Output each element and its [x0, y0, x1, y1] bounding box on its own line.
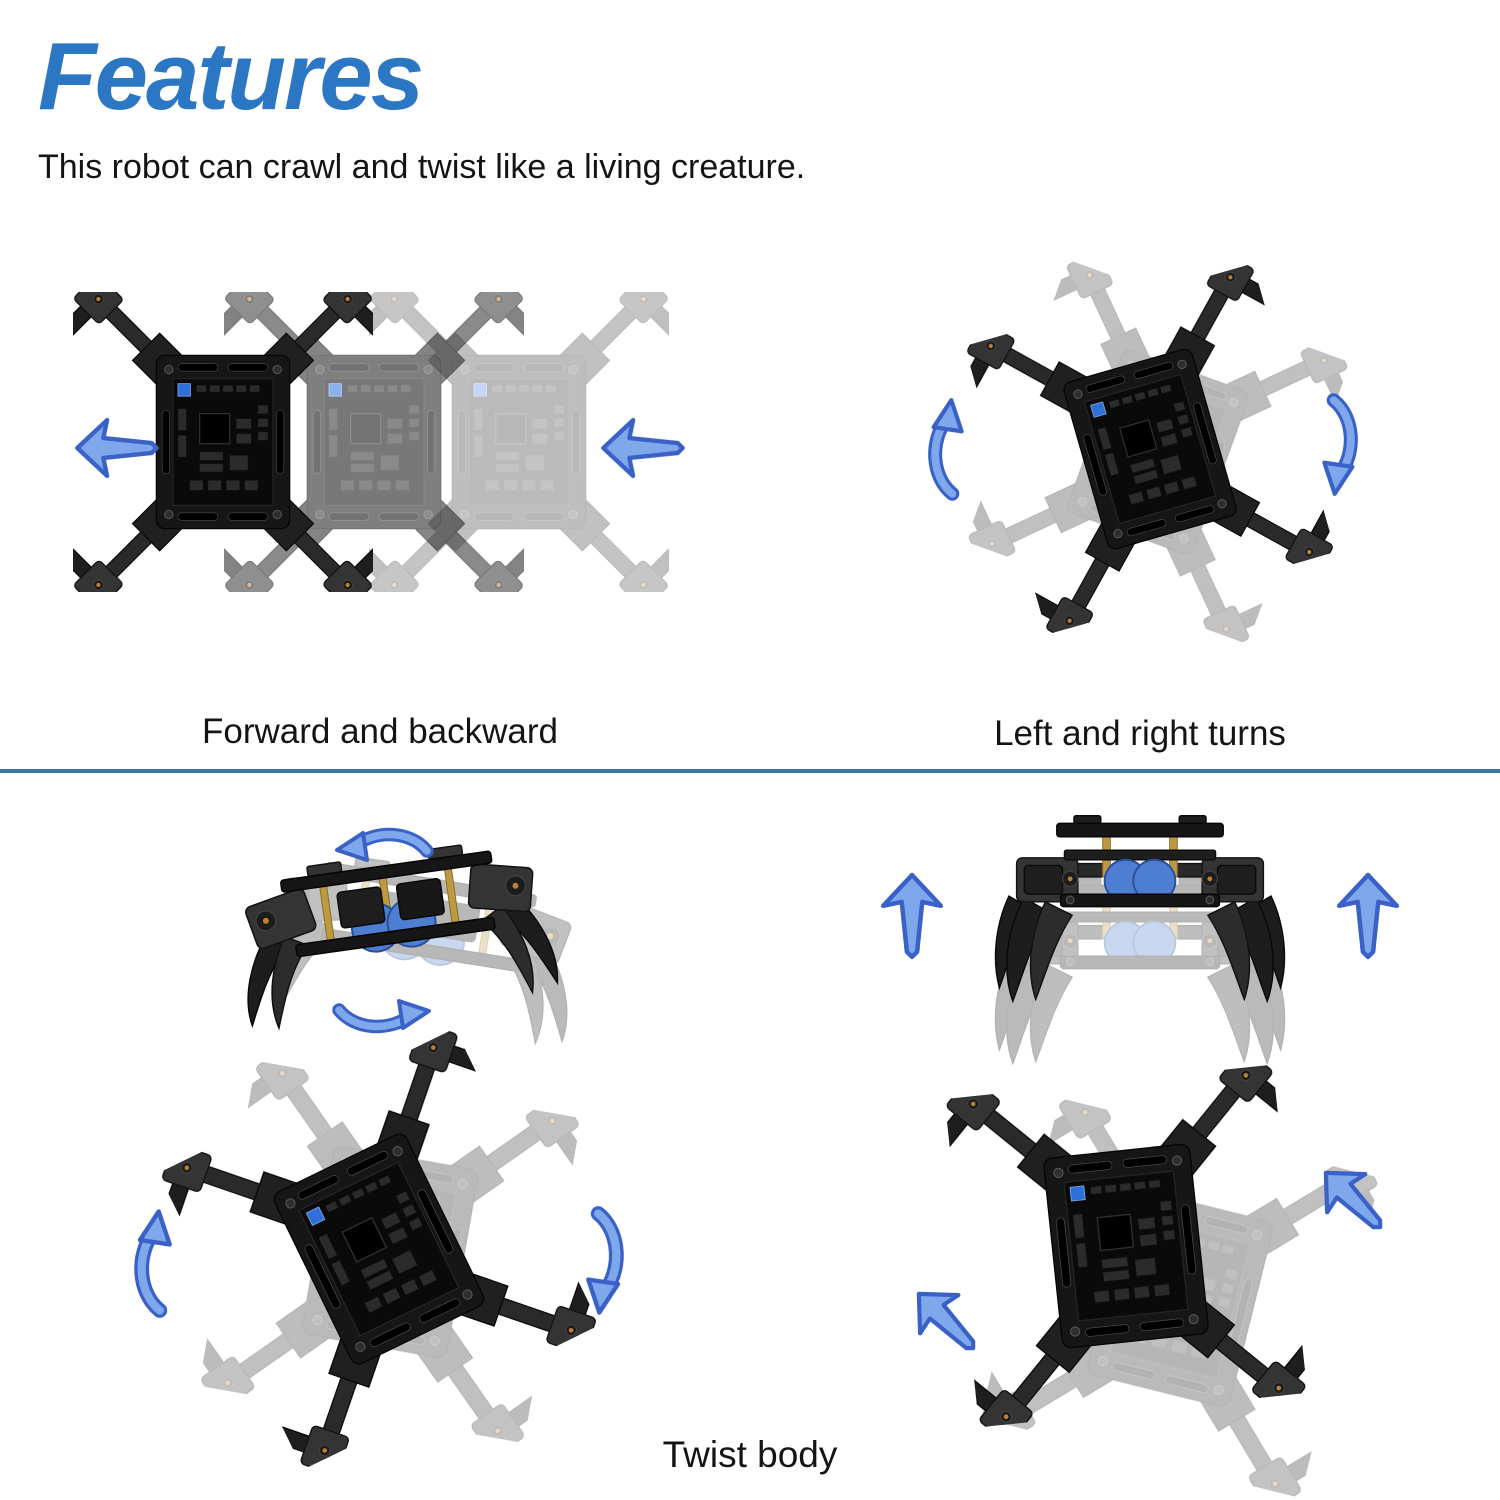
robot-top-view-illustration: [900, 187, 1399, 711]
caption-left-right-turns: Left and right turns: [994, 714, 1286, 753]
page-title: Features: [38, 23, 424, 130]
caption-twist-body: Twist body: [662, 1434, 838, 1475]
figure-raise-body: [850, 800, 1410, 1070]
rotate-ccw-arrow-icon: [934, 400, 962, 494]
rotate-cw-arrow-icon: [339, 1001, 429, 1028]
page-subtitle: This robot can crawl and twist like a li…: [38, 148, 806, 186]
section-divider: [0, 769, 1500, 773]
robot-side-view-illustration: [230, 834, 559, 1032]
rotate-cw-arrow-icon: [1324, 400, 1352, 494]
figure-left-right-turns: [880, 300, 1440, 630]
left-arrow-icon: [603, 420, 682, 476]
figure-twist-left: [90, 1070, 750, 1420]
robot-top-view-illustration: [885, 987, 1367, 1500]
rotate-cw-arrow-icon: [588, 1214, 618, 1313]
up-arrow-icon: [883, 875, 941, 957]
figure-tilt-body: [225, 795, 685, 1075]
robot-front-view-illustration: [995, 816, 1284, 1002]
caption-forward-backward: Forward and backward: [202, 712, 558, 751]
up-arrow-icon: [1339, 875, 1397, 957]
rotate-ccw-arrow-icon: [140, 1211, 170, 1310]
figure-forward-backward: [60, 300, 750, 620]
left-arrow-icon: [77, 420, 156, 476]
up-left-arrow-icon: [900, 1275, 992, 1367]
rotate-ccw-arrow-icon: [337, 833, 427, 860]
figure-twist-right: [850, 1060, 1450, 1420]
